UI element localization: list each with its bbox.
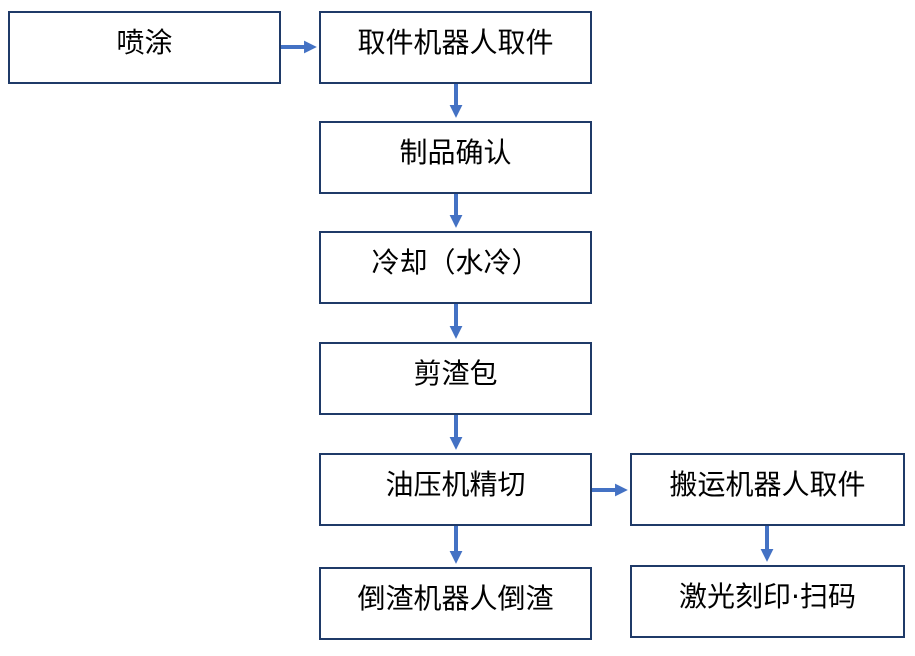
node-transfer-robot: 搬运机器人取件 [630, 453, 905, 526]
node-cooling-label: 冷却（水冷） [371, 246, 540, 279]
node-robot-pick: 取件机器人取件 [319, 11, 592, 84]
node-robot-pick-label: 取件机器人取件 [357, 26, 554, 59]
node-press-trim: 油压机精切 [319, 453, 592, 526]
node-transfer-robot-label: 搬运机器人取件 [669, 468, 866, 501]
node-dump-robot-label: 倒渣机器人倒渣 [357, 582, 554, 615]
node-laser-mark-label: 激光刻印·扫码 [679, 580, 856, 613]
node-press-trim-label: 油压机精切 [385, 468, 526, 501]
node-spray-label: 喷涂 [116, 26, 173, 59]
node-product-check: 制品确认 [319, 121, 592, 194]
node-spray: 喷涂 [8, 11, 281, 84]
node-dump-robot: 倒渣机器人倒渣 [319, 567, 592, 640]
node-cooling: 冷却（水冷） [319, 231, 592, 304]
node-laser-mark: 激光刻印·扫码 [630, 565, 905, 638]
node-cut-slag-label: 剪渣包 [413, 357, 498, 390]
node-product-check-label: 制品确认 [399, 136, 512, 169]
node-cut-slag: 剪渣包 [319, 342, 592, 415]
